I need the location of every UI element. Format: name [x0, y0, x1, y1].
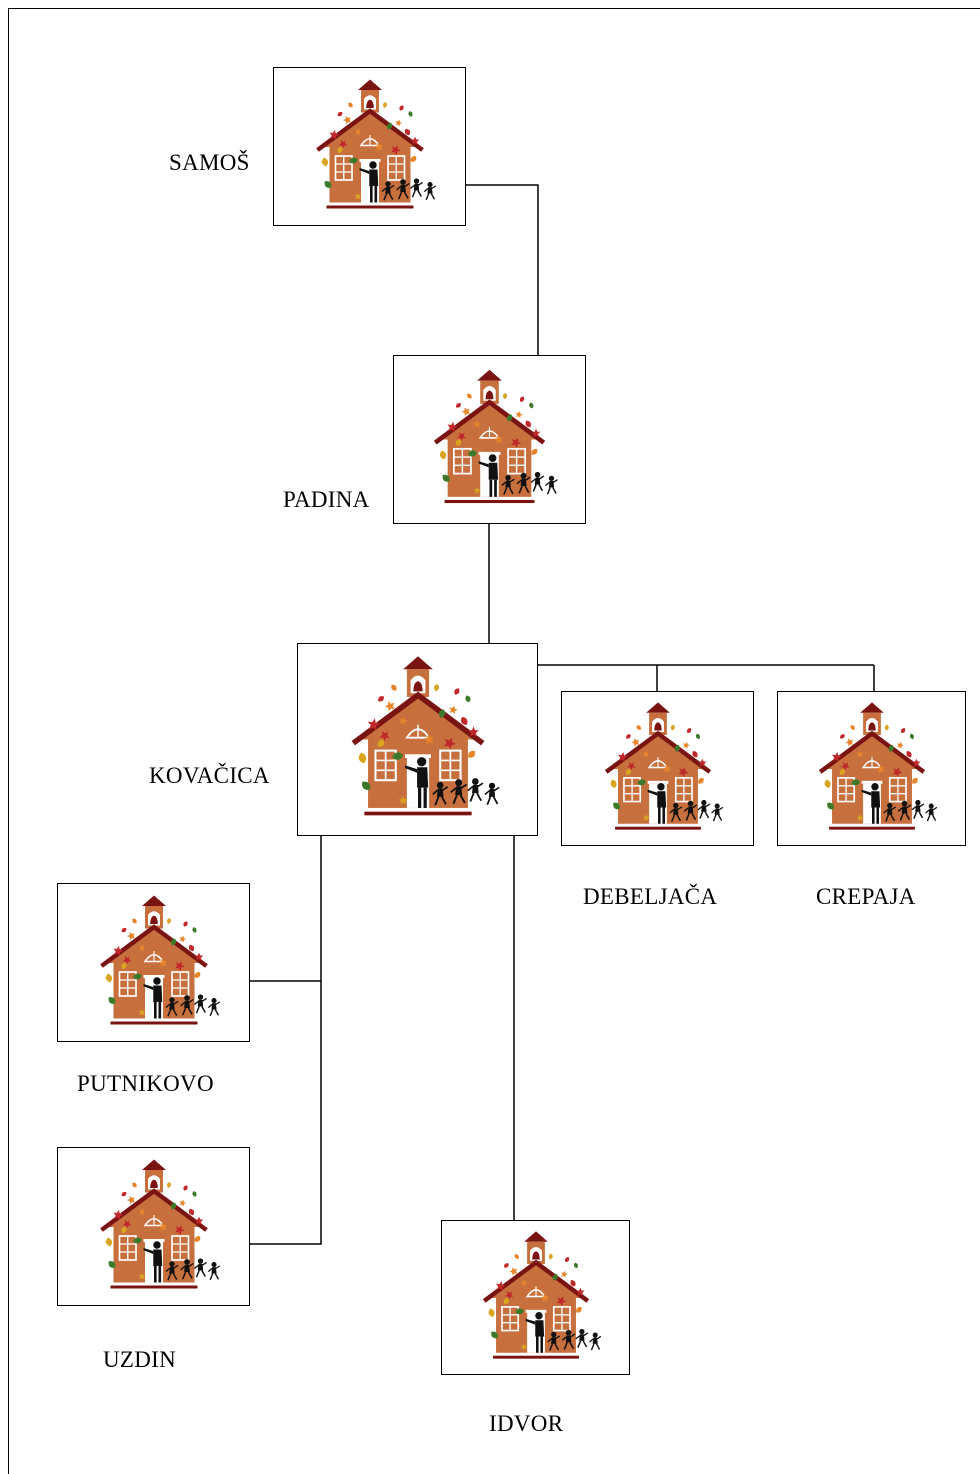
node-uzdin-label: UZDIN	[103, 1347, 177, 1372]
schoolhouse-icon	[315, 79, 436, 208]
edge-kovacica-uzdin	[249, 836, 322, 1245]
node-uzdin-box	[57, 1147, 250, 1306]
node-crepaja-box	[777, 691, 966, 846]
schoolhouse-icon	[482, 1230, 601, 1359]
schoolhouse-icon	[818, 701, 937, 830]
edge-samos-padina	[465, 184, 539, 355]
node-crepaja-label: CREPAJA	[816, 884, 916, 909]
node-idvor-box	[441, 1220, 630, 1375]
schoolhouse-icon	[351, 656, 500, 816]
node-putnikovo-label: PUTNIKOVO	[77, 1071, 214, 1096]
node-padina-box	[393, 355, 586, 524]
node-idvor-label: IDVOR	[489, 1411, 564, 1436]
node-debeljaca-box	[561, 691, 754, 846]
schoolhouse-icon	[99, 1159, 220, 1288]
node-kovacica-label: KOVAČICA	[149, 763, 270, 788]
schoolhouse-icon	[604, 701, 723, 830]
node-samos-box	[273, 67, 466, 226]
node-kovacica-box	[297, 643, 538, 836]
node-samos-label: SAMOŠ	[169, 150, 250, 175]
diagram-frame	[8, 8, 980, 1474]
node-padina-label: PADINA	[283, 487, 370, 512]
schoolhouse-icon	[433, 369, 558, 504]
schoolhouse-icon	[99, 895, 220, 1024]
node-putnikovo-box	[57, 883, 250, 1042]
node-debeljaca-label: DEBELJAČA	[583, 884, 718, 909]
